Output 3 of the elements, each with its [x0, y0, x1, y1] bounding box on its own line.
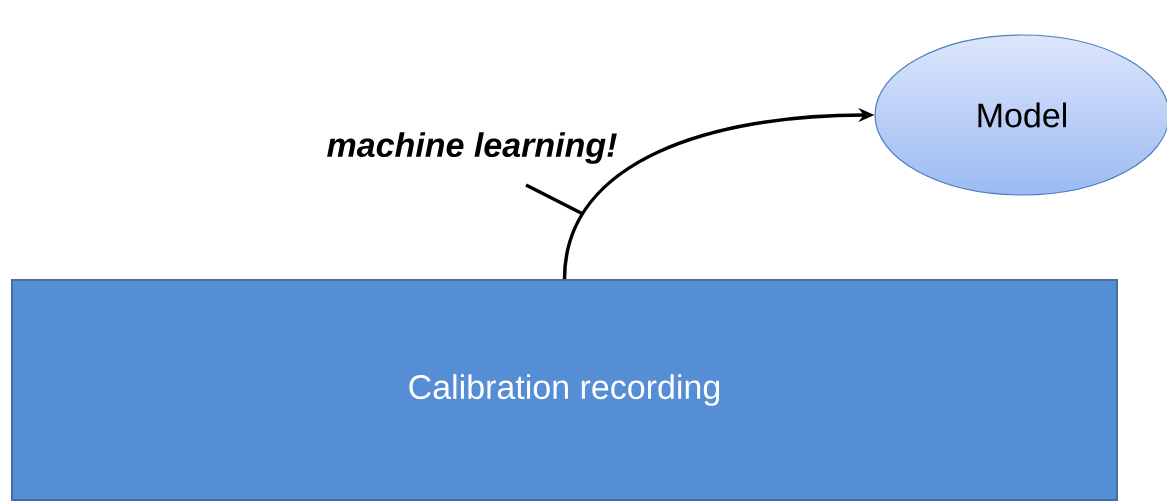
leader-text: machine learning! — [327, 132, 617, 164]
leader-line — [525, 183, 584, 216]
recording-box: Calibration recording — [11, 279, 1118, 501]
